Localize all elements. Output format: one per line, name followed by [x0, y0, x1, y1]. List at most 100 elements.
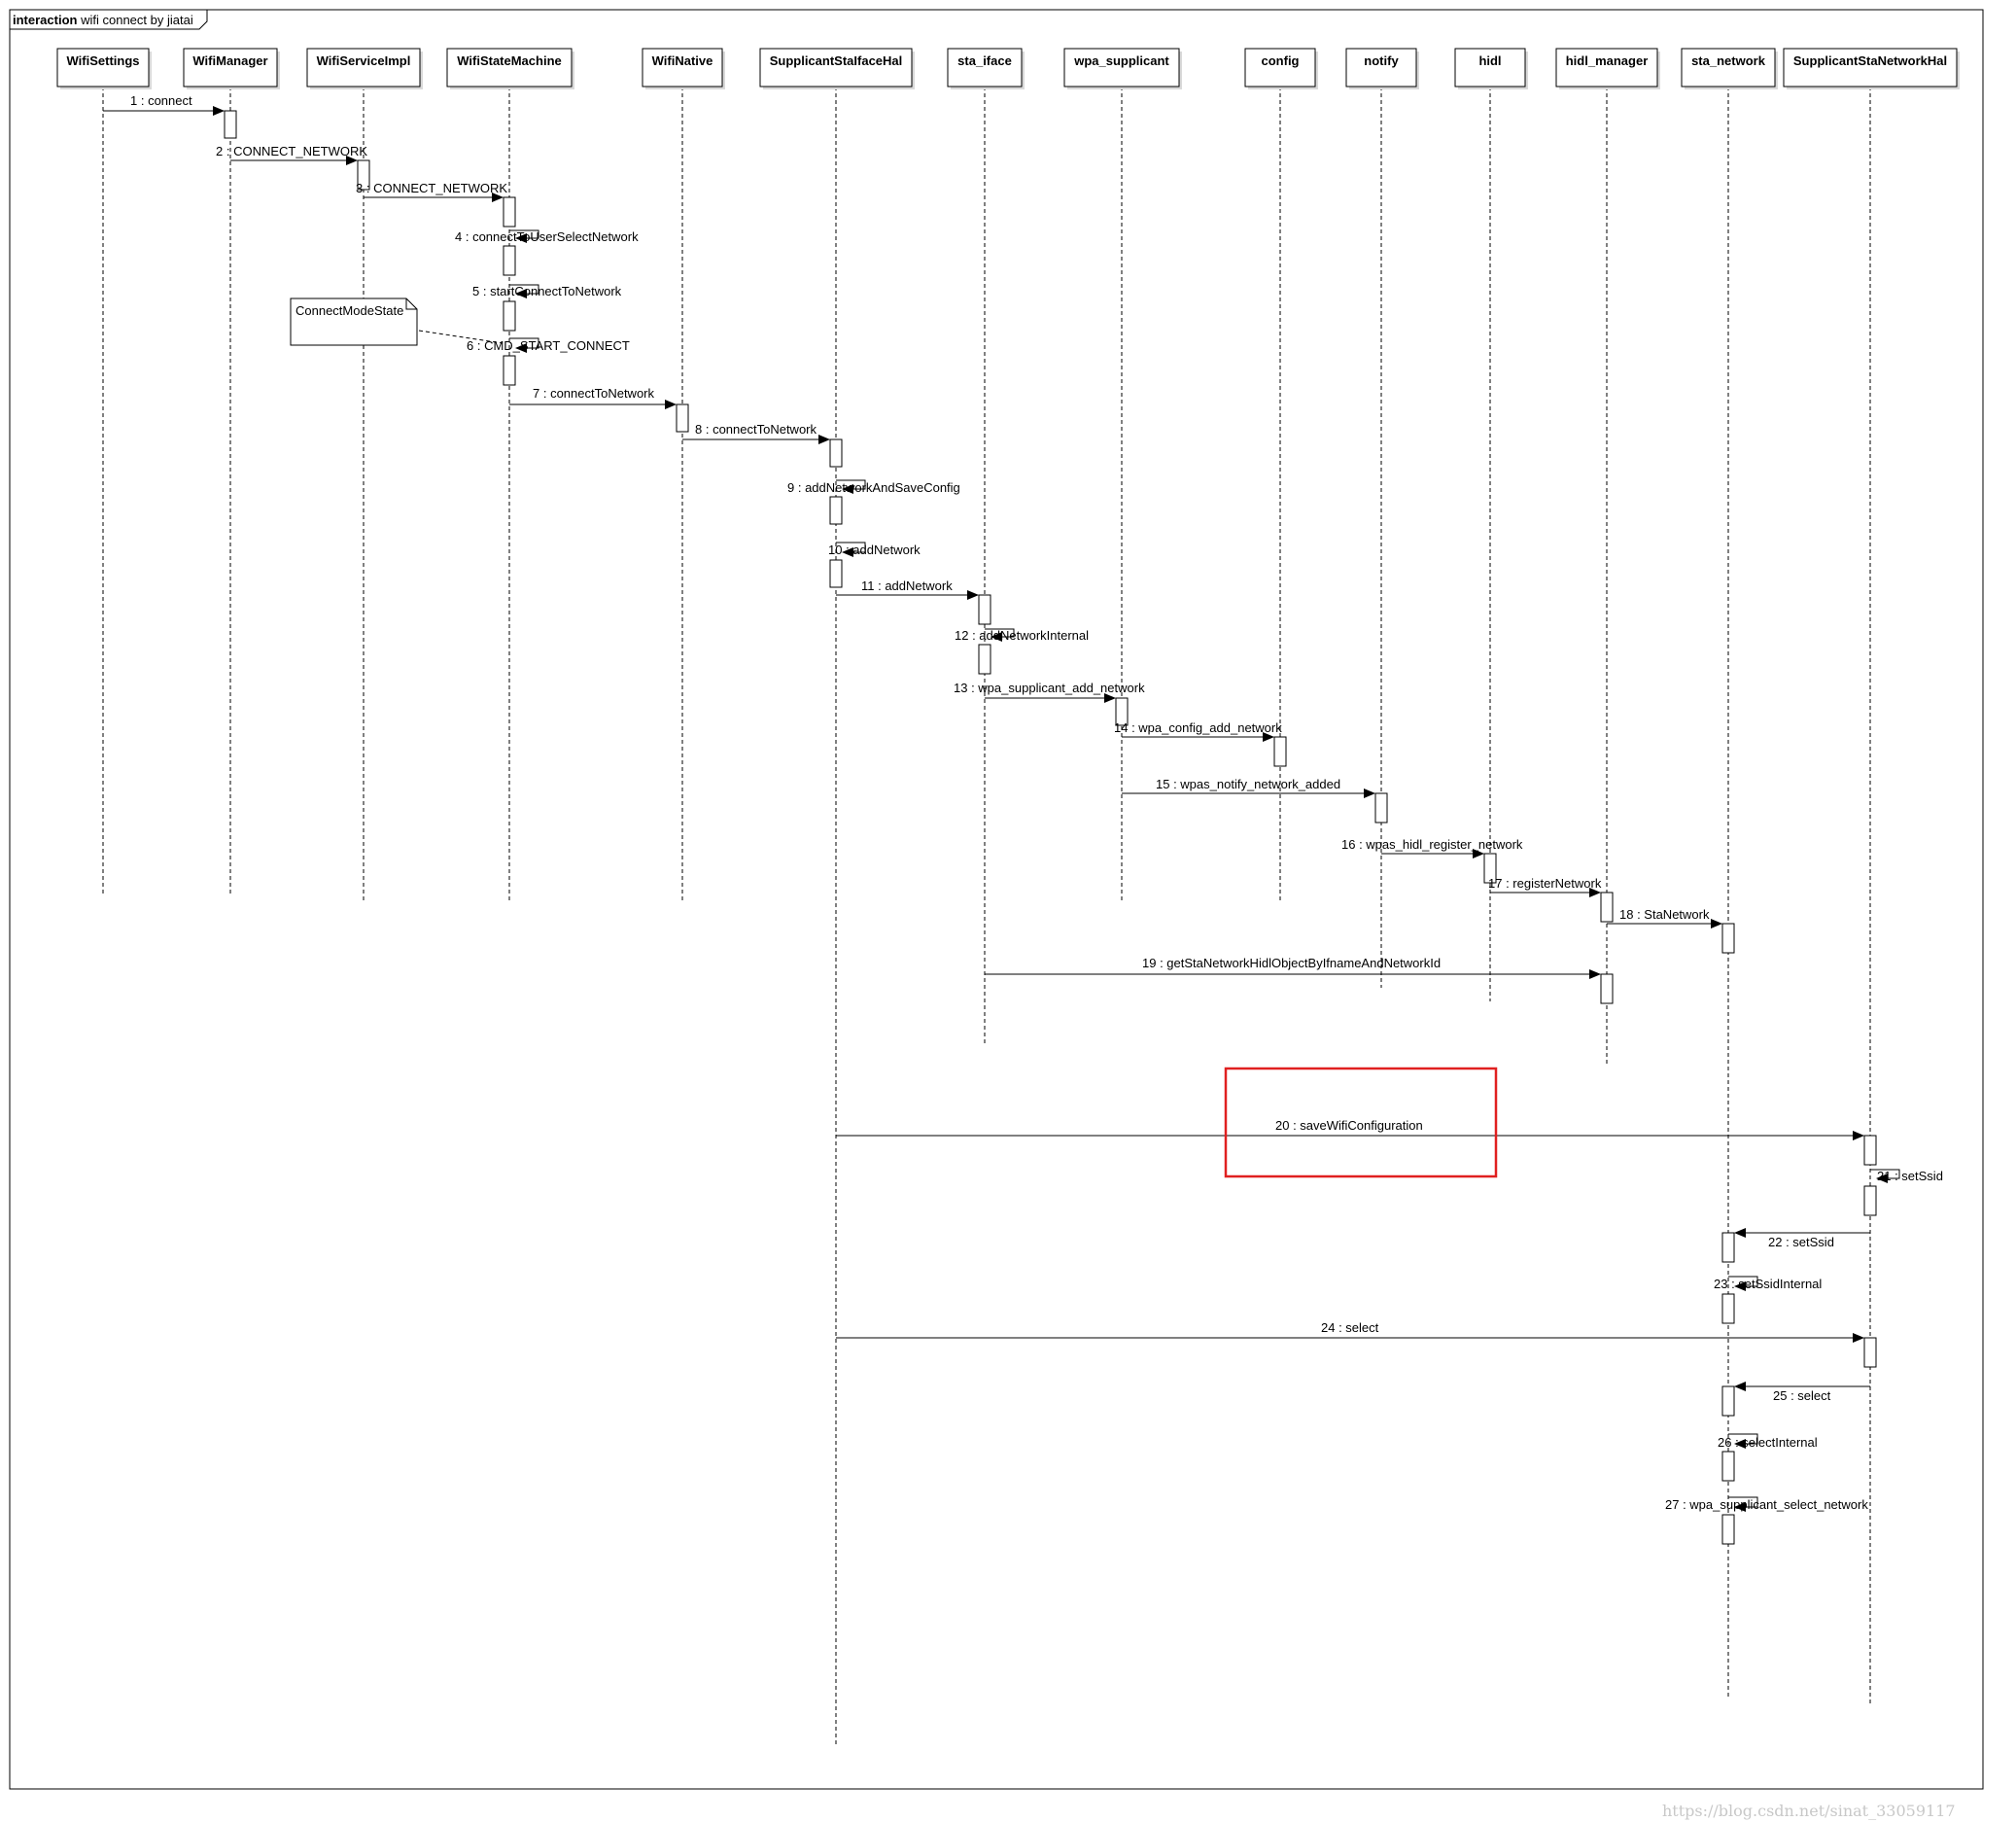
- activation-bar: [1721, 1293, 1735, 1324]
- participant-notify: notify: [1345, 48, 1419, 89]
- message-11: 11 : addNetwork: [836, 578, 979, 600]
- participant-supplicantstanetworkhal: SupplicantStaNetworkHal: [1783, 48, 1960, 89]
- message-25: 25 : select: [1734, 1382, 1870, 1403]
- message-label: 19 : getStaNetworkHidlObjectByIfnameAndN…: [1142, 956, 1441, 970]
- note-box: [290, 298, 418, 346]
- activation-bar: [978, 644, 991, 675]
- participant-config: config: [1244, 48, 1318, 89]
- participant-label: WifiStateMachine: [457, 53, 562, 68]
- participant-label: SupplicantStaNetworkHal: [1793, 53, 1947, 68]
- message-label: 9 : addNetworkAndSaveConfig: [787, 480, 960, 495]
- message-arrow: [509, 337, 539, 353]
- message-arrow: [1728, 1496, 1758, 1512]
- message-27: 27 : wpa_supplicant_select_network: [1665, 1496, 1868, 1512]
- activation-bar: [1863, 1135, 1877, 1166]
- activation-bar: [1721, 1385, 1735, 1417]
- message-label: 8 : connectToNetwork: [695, 422, 817, 437]
- message-4: 4 : connectToUserSelectNetwork: [455, 229, 639, 244]
- activation-bar: [829, 559, 843, 588]
- activation-bar: [1721, 1232, 1735, 1263]
- participant-box: [1454, 48, 1526, 88]
- message-label: 4 : connectToUserSelectNetwork: [455, 229, 639, 244]
- message-22: 22 : setSsid: [1734, 1228, 1870, 1249]
- participant-box: [1555, 48, 1658, 88]
- message-arrow: [836, 542, 866, 557]
- participant-wpa-supplicant: wpa_supplicant: [1063, 48, 1182, 89]
- message-label: 18 : StaNetwork: [1619, 907, 1710, 922]
- activation-bar: [1115, 697, 1129, 726]
- participant-label: WifiManager: [192, 53, 267, 68]
- participant-label: sta_iface: [957, 53, 1012, 68]
- note-text: ConnectModeState: [295, 303, 403, 318]
- message-5: 5 : startConnectToNetwork: [472, 284, 622, 298]
- message-label: 2 : CONNECT_NETWORK: [216, 144, 367, 158]
- activation-bar: [503, 300, 516, 332]
- message-arrow: [1728, 1276, 1758, 1291]
- activation-bar: [1721, 1514, 1735, 1545]
- message-label: 3 : CONNECT_NETWORK: [356, 181, 507, 195]
- activation-bar: [1721, 1451, 1735, 1482]
- note-connector: [418, 330, 504, 344]
- participant-hidl: hidl: [1454, 48, 1528, 89]
- message-14: 14 : wpa_config_add_network: [1114, 720, 1282, 742]
- message-label: 20 : saveWifiConfiguration: [1275, 1118, 1423, 1133]
- participant-label: wpa_supplicant: [1073, 53, 1169, 68]
- participant-label: notify: [1364, 53, 1399, 68]
- message-1: 1 : connect: [103, 93, 225, 116]
- message-arrow: [836, 479, 866, 494]
- activation-bar: [224, 110, 237, 139]
- message-arrow: [509, 284, 539, 298]
- activation-bar: [1721, 923, 1735, 954]
- message-20: 20 : saveWifiConfiguration: [836, 1118, 1864, 1140]
- messages: 1 : connect 2 : CONNECT_NETWORK 3 : CONNEC…: [103, 93, 1943, 1512]
- message-15: 15 : wpas_notify_network_added: [1122, 777, 1375, 798]
- message-label: 5 : startConnectToNetwork: [472, 284, 622, 298]
- message-label: 17 : registerNetwork: [1488, 876, 1602, 891]
- message-arrow: [1728, 1433, 1758, 1449]
- participant-label: SupplicantStaIfaceHal: [770, 53, 903, 68]
- activation-bar: [1483, 853, 1497, 884]
- note: ConnectModeState: [290, 298, 504, 346]
- message-10: 10 : addNetwork: [828, 542, 921, 557]
- participant-box: [1244, 48, 1316, 88]
- message-18: 18 : StaNetwork: [1607, 907, 1722, 929]
- participant-box: [1345, 48, 1417, 88]
- participant-box: [183, 48, 278, 88]
- message-23: 23 : setSsidInternal: [1714, 1276, 1822, 1291]
- message-label: 24 : select: [1321, 1320, 1379, 1335]
- frame-label: interaction wifi connect by jiatai: [13, 13, 193, 27]
- message-label: 25 : select: [1773, 1388, 1831, 1403]
- activation-bar: [503, 245, 516, 276]
- participant-box: [1681, 48, 1776, 88]
- message-3: 3 : CONNECT_NETWORK: [356, 181, 507, 202]
- participant-label: hidl_manager: [1566, 53, 1649, 68]
- message-label: 16 : wpas_hidl_register_network: [1341, 837, 1523, 852]
- participant-box: [446, 48, 573, 88]
- frame-label-tab: [10, 10, 208, 30]
- participant-label: WifiNative: [652, 53, 713, 68]
- message-17: 17 : registerNetwork: [1488, 876, 1602, 897]
- activation-bars: [224, 110, 1877, 1545]
- message-label: 26 : selectInternal: [1718, 1435, 1818, 1450]
- participant-wifinative: WifiNative: [642, 48, 725, 89]
- participant-label: config: [1262, 53, 1300, 68]
- participant-label: WifiSettings: [67, 53, 140, 68]
- participant-box: [56, 48, 150, 88]
- participant-sta-network: sta_network: [1681, 48, 1778, 89]
- participant-box: [1063, 48, 1180, 88]
- activation-bar: [1374, 792, 1388, 823]
- message-6: 6 : CMD_START_CONNECT: [467, 337, 630, 353]
- message-arrow: [985, 628, 1015, 642]
- message-2: 2 : CONNECT_NETWORK: [216, 144, 367, 165]
- participant-supplicantstaifacehal: SupplicantStaIfaceHal: [759, 48, 915, 89]
- activation-bar: [1600, 973, 1614, 1004]
- message-16: 16 : wpas_hidl_register_network: [1341, 837, 1523, 858]
- activation-bar: [1863, 1337, 1877, 1368]
- message-8: 8 : connectToNetwork: [682, 422, 830, 444]
- participant-box: [947, 48, 1023, 88]
- message-13: 13 : wpa_supplicant_add_network: [954, 681, 1145, 703]
- participant-wifistatemachine: WifiStateMachine: [446, 48, 574, 89]
- message-label: 12 : addNetworkInternal: [955, 628, 1089, 643]
- message-label: 14 : wpa_config_add_network: [1114, 720, 1282, 735]
